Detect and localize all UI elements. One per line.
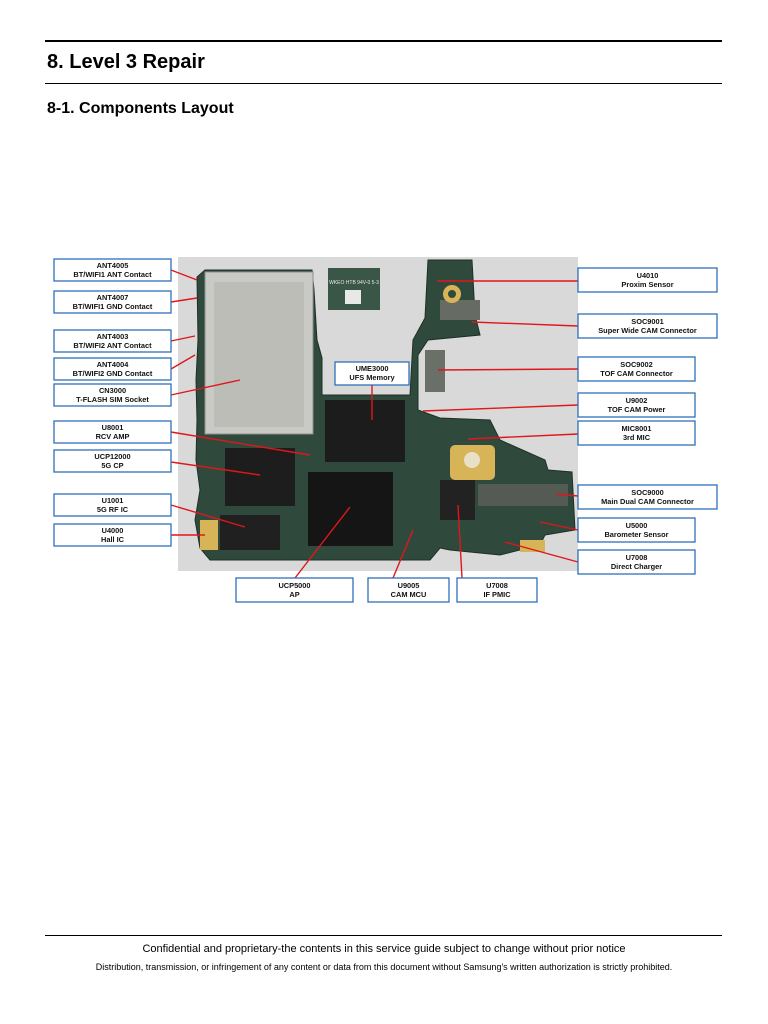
svg-text:BT/WIFI1 GND Contact: BT/WIFI1 GND Contact	[73, 302, 153, 311]
svg-text:SOC9000: SOC9000	[631, 488, 663, 497]
svg-text:CN3000: CN3000	[99, 386, 126, 395]
label-u5000: U5000 Barometer Sensor	[577, 517, 696, 543]
label-mic8001: MIC8001 3rd MIC	[577, 420, 696, 446]
svg-text:Direct Charger: Direct Charger	[611, 562, 662, 571]
label-ume3000: UME3000 UFS Memory	[334, 361, 410, 386]
svg-text:BT/WIFI2 GND Contact: BT/WIFI2 GND Contact	[73, 369, 153, 378]
svg-text:TOF CAM Connector: TOF CAM Connector	[600, 369, 673, 378]
svg-text:Super Wide CAM Connector: Super Wide CAM Connector	[598, 326, 697, 335]
svg-text:ANT4007: ANT4007	[97, 293, 129, 302]
label-ant4004: ANT4004 BT/WIFI2 GND Contact	[53, 357, 172, 381]
footer-distribution: Distribution, transmission, or infringem…	[95, 962, 673, 972]
label-soc9002: SOC9002 TOF CAM Connector	[577, 356, 696, 382]
svg-text:Main Dual CAM Connector: Main Dual CAM Connector	[601, 497, 694, 506]
connector-soc9000	[478, 484, 568, 506]
leader-lines	[170, 269, 579, 579]
svg-text:UME3000: UME3000	[356, 364, 389, 373]
svg-text:U7008: U7008	[486, 581, 508, 590]
svg-text:Hall IC: Hall IC	[101, 535, 125, 544]
section-title: 8-1. Components Layout	[47, 100, 234, 117]
svg-text:U7008: U7008	[626, 553, 648, 562]
footer-rule	[45, 935, 722, 936]
label-u4000: U4000 Hall IC	[53, 523, 172, 547]
svg-text:U9002: U9002	[626, 396, 648, 405]
label-u7008-direct-charger: U7008 Direct Charger	[577, 549, 696, 575]
chip-ufs	[325, 400, 405, 462]
svg-text:Barometer Sensor: Barometer Sensor	[604, 530, 668, 539]
svg-text:IF PMIC: IF PMIC	[483, 590, 511, 599]
label-ucp5000: UCP5000 AP	[235, 577, 354, 603]
svg-text:SOC9002: SOC9002	[620, 360, 652, 369]
top-rule	[45, 40, 722, 42]
board-marking: WKEO HTB 94V-0 5-3	[329, 280, 379, 286]
title-rule	[45, 83, 722, 84]
svg-text:RCV AMP: RCV AMP	[96, 432, 130, 441]
svg-text:SOC9001: SOC9001	[631, 317, 663, 326]
chip-cp	[225, 448, 295, 506]
page-title: 8. Level 3 Repair	[47, 51, 205, 73]
svg-text:MIC8001: MIC8001	[622, 424, 652, 433]
svg-text:U8001: U8001	[102, 423, 124, 432]
svg-text:U4000: U4000	[102, 526, 124, 535]
connector-soc9002	[425, 350, 445, 392]
label-u4010: U4010 Proxim Sensor	[577, 267, 718, 293]
label-u9002: U9002 TOF CAM Power	[577, 392, 696, 418]
svg-text:ANT4005: ANT4005	[97, 261, 129, 270]
svg-text:BT/WIFI1 ANT Contact: BT/WIFI1 ANT Contact	[73, 270, 152, 279]
svg-text:3rd MIC: 3rd MIC	[623, 433, 651, 442]
svg-text:TOF CAM Power: TOF CAM Power	[608, 405, 666, 414]
svg-text:ANT4004: ANT4004	[97, 360, 130, 369]
label-ant4007: ANT4007 BT/WIFI1 GND Contact	[53, 290, 172, 314]
label-ant4005: ANT4005 BT/WIFI1 ANT Contact	[53, 258, 172, 282]
label-u9005: U9005 CAM MCU	[367, 577, 450, 603]
footer-confidential: Confidential and proprietary-the content…	[142, 943, 626, 955]
chip-rf	[220, 515, 280, 550]
chip-ap	[308, 472, 393, 546]
svg-text:CAM MCU: CAM MCU	[391, 590, 427, 599]
label-soc9000: SOC9000 Main Dual CAM Connector	[577, 484, 718, 510]
svg-text:U1001: U1001	[102, 496, 124, 505]
svg-text:ANT4003: ANT4003	[97, 332, 129, 341]
label-u8001: U8001 RCV AMP	[53, 420, 172, 444]
svg-text:Proxim Sensor: Proxim Sensor	[621, 280, 673, 289]
svg-text:UFS Memory: UFS Memory	[349, 373, 395, 382]
svg-text:U5000: U5000	[626, 521, 648, 530]
label-soc9001: SOC9001 Super Wide CAM Connector	[577, 313, 718, 339]
svg-text:BT/WIFI2 ANT Contact: BT/WIFI2 ANT Contact	[73, 341, 152, 350]
connector-soc9001	[440, 300, 480, 320]
chip-pmic	[440, 480, 475, 520]
svg-text:AP: AP	[289, 590, 299, 599]
pcb-board	[194, 259, 576, 561]
svg-text:5G RF IC: 5G RF IC	[97, 505, 129, 514]
svg-text:UCP5000: UCP5000	[278, 581, 310, 590]
svg-text:T-FLASH SIM Socket: T-FLASH SIM Socket	[76, 395, 149, 404]
svg-text:U9005: U9005	[398, 581, 420, 590]
label-u1001: U1001 5G RF IC	[53, 493, 172, 517]
label-ucp12000: UCP12000 5G CP	[53, 449, 172, 473]
svg-text:U4010: U4010	[637, 271, 659, 280]
svg-text:5G CP: 5G CP	[101, 461, 123, 470]
label-ant4003: ANT4003 BT/WIFI2 ANT Contact	[53, 329, 172, 353]
label-cn3000: CN3000 T-FLASH SIM Socket	[53, 383, 172, 407]
svg-text:UCP12000: UCP12000	[94, 452, 130, 461]
label-u7008-ifpmic: U7008 IF PMIC	[456, 577, 538, 603]
